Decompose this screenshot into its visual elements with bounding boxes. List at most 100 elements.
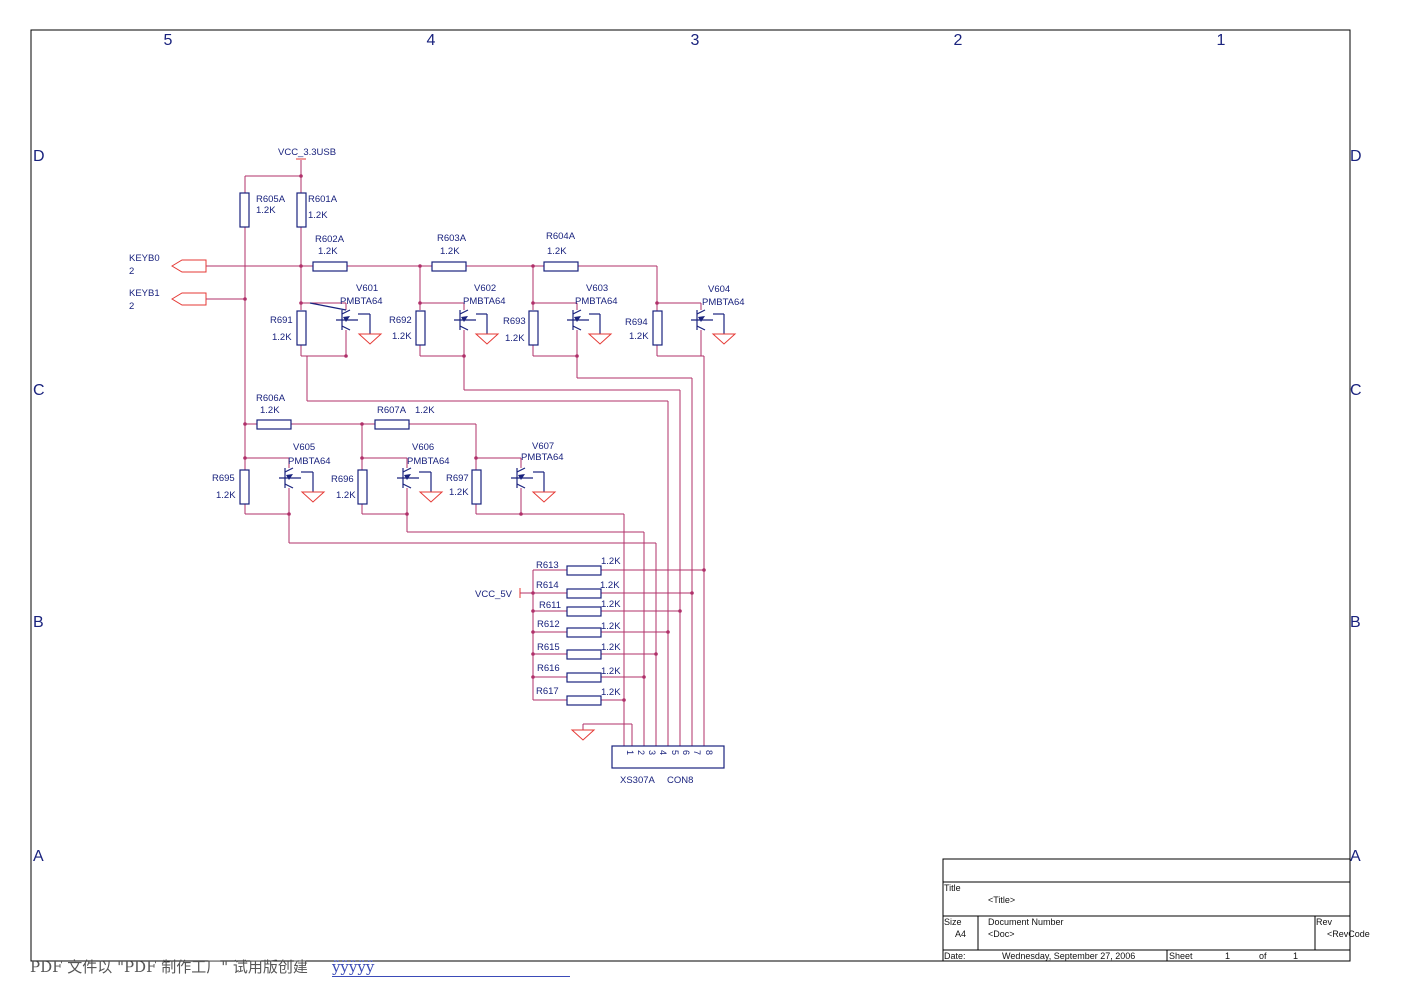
resistor-ref: R696: [331, 474, 354, 485]
resistor-r693: R693 1.2K: [503, 310, 539, 346]
resistor-ref: R603A: [437, 233, 467, 244]
resistor-value: 1.2K: [272, 332, 292, 343]
resistor-value: 1.2K: [600, 580, 620, 591]
rev-label: Rev: [1316, 917, 1333, 927]
sheet-of: of: [1259, 951, 1267, 961]
keyb1-label: KEYB1: [129, 288, 160, 299]
column-label-3: 3: [691, 32, 700, 49]
resistor-ref: R612: [537, 619, 560, 630]
resistor-r692: R692 1.2K: [389, 310, 426, 346]
transistor-v601: V601 PMBTA64: [309, 283, 383, 345]
transistor-ref: V605: [293, 442, 315, 453]
document-number-value: <Doc>: [988, 929, 1015, 939]
transistor-ref: V604: [708, 284, 730, 295]
row-label-a-left: A: [33, 848, 44, 865]
transistor-type: PMBTA64: [702, 297, 745, 308]
transistor-v605: V605 PMBTA64: [279, 442, 331, 503]
row-label-b-right: B: [1350, 614, 1361, 631]
connector-xs307a: 1 2 3 4 5 6 7 8 XS307A CON8: [611, 745, 725, 786]
row-label-c-right: C: [1350, 382, 1362, 399]
resistor-r601a: R601A 1.2K: [296, 192, 338, 228]
vcc-5v-symbol: VCC_5V: [475, 588, 521, 600]
resistor-value: 1.2K: [449, 487, 469, 498]
resistor-ref: R697: [446, 473, 469, 484]
resistor-ref: R693: [503, 316, 526, 327]
title-value: <Title>: [988, 895, 1015, 905]
resistor-r617: R617 1.2K: [536, 686, 621, 706]
row-label-a-right: A: [1350, 848, 1361, 865]
resistor-r616: R616 1.2K: [537, 663, 621, 683]
resistor-ref: R694: [625, 317, 648, 328]
transistor-ref: V607: [532, 441, 554, 452]
resistor-value: 1.2K: [336, 490, 356, 501]
footer-text: PDF 文件以 "PDF 制作工厂" 试用版创建: [30, 958, 308, 976]
resistor-r691: R691 1.2K: [270, 310, 307, 346]
column-label-4: 4: [427, 32, 436, 49]
transistor-type: PMBTA64: [340, 296, 383, 307]
resistor-ref: R605A: [256, 194, 286, 205]
transistor-v603: V603 PMBTA64: [567, 283, 618, 345]
pdf-watermark-footer: PDF 文件以 "PDF 制作工厂" 试用版创建 ÿÿÿÿÿ: [30, 956, 570, 977]
transistor-type: PMBTA64: [407, 456, 450, 467]
resistor-r604a: R604A 1.2K: [543, 231, 579, 272]
resistor-r612: R612 1.2K: [537, 619, 621, 638]
transistor-ref: V602: [474, 283, 496, 294]
keyb0-pin-label: 2: [129, 266, 134, 277]
resistor-ref: R606A: [256, 393, 286, 404]
resistor-value: 1.2K: [392, 331, 412, 342]
resistor-r613: R613 1.2K: [536, 556, 621, 576]
resistor-r607a: R607A 1.2K: [374, 405, 435, 430]
column-label-1: 1: [1217, 32, 1226, 49]
connector-pin-3: 3: [647, 750, 657, 755]
transistor-type: PMBTA64: [463, 296, 506, 307]
transistor-ref: V606: [412, 442, 434, 453]
resistor-r614: R614 1.2K: [536, 580, 620, 599]
resistor-ref: R602A: [315, 234, 345, 245]
resistor-value: 1.2K: [308, 210, 328, 221]
title-block: Title <Title> Size A4 Document Number <D…: [942, 858, 1370, 962]
size-label: Size: [944, 917, 962, 927]
connector-type: CON8: [667, 775, 693, 786]
keyb0-label: KEYB0: [129, 253, 160, 264]
footer-link[interactable]: ÿÿÿÿÿ: [331, 958, 570, 977]
keyb0-port: KEYB0 2: [129, 253, 207, 277]
resistor-r694: R694 1.2K: [625, 310, 663, 346]
resistor-ref: R692: [389, 315, 412, 326]
resistor-value: 1.2K: [216, 490, 236, 501]
row-label-c-left: C: [33, 382, 45, 399]
connector-pin-7: 7: [692, 750, 702, 755]
junctions: [243, 174, 706, 702]
resistor-value: 1.2K: [260, 405, 280, 416]
resistor-r606a: R606A 1.2K: [256, 393, 292, 430]
column-label-2: 2: [954, 32, 963, 49]
resistor-value: 1.2K: [440, 246, 460, 257]
transistor-type: PMBTA64: [575, 296, 618, 307]
resistor-value: 1.2K: [547, 246, 567, 257]
ground-symbol: [570, 729, 596, 741]
resistor-ref: R607A: [377, 405, 407, 416]
connector-pin-2: 2: [636, 750, 646, 755]
resistor-ref: R611: [539, 600, 561, 611]
resistor-ref: R695: [212, 473, 235, 484]
sheet-total: 1: [1293, 951, 1298, 961]
resistor-value: 1.2K: [601, 556, 621, 567]
resistor-r695: R695 1.2K: [212, 469, 250, 505]
column-label-5: 5: [164, 32, 173, 49]
connector-pin-8: 8: [704, 750, 714, 755]
keyb1-pin-label: 2: [129, 301, 134, 312]
resistor-value: 1.2K: [601, 666, 621, 677]
resistor-value: 1.2K: [601, 621, 621, 632]
transistor-v602: V602 PMBTA64: [454, 283, 506, 345]
date-value: Wednesday, September 27, 2006: [1002, 951, 1135, 961]
transistor-ref: V603: [586, 283, 608, 294]
resistor-ref: R616: [537, 663, 560, 674]
resistor-ref: R604A: [546, 231, 576, 242]
connector-pin-6: 6: [681, 750, 691, 755]
transistor-v604: V604 PMBTA64: [691, 284, 745, 345]
vcc-usb-symbol: VCC_3.3USB: [278, 147, 336, 160]
resistor-ref: R615: [537, 642, 560, 653]
resistor-value: 1.2K: [318, 246, 338, 257]
resistor-ref: R614: [536, 580, 559, 591]
resistor-r602a: R602A 1.2K: [312, 234, 348, 272]
resistor-r611: R611 1.2K: [539, 599, 621, 617]
